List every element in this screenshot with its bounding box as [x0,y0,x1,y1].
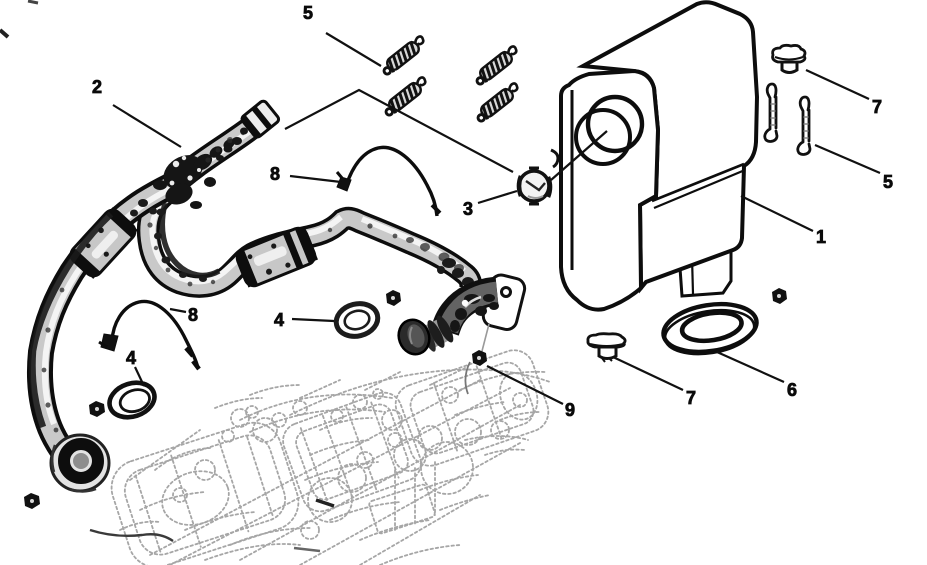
svg-text:3: 3 [463,199,473,219]
svg-text:8: 8 [270,164,280,184]
svg-text:7: 7 [872,97,882,117]
svg-text:8: 8 [188,305,198,325]
svg-text:7: 7 [686,388,696,408]
svg-text:4: 4 [126,348,136,368]
svg-text:5: 5 [883,172,893,192]
svg-text:6: 6 [787,380,797,400]
svg-text:1: 1 [816,227,826,247]
svg-text:4: 4 [274,310,284,330]
svg-text:5: 5 [303,3,313,23]
svg-text:9: 9 [565,400,575,420]
svg-text:2: 2 [92,77,102,97]
